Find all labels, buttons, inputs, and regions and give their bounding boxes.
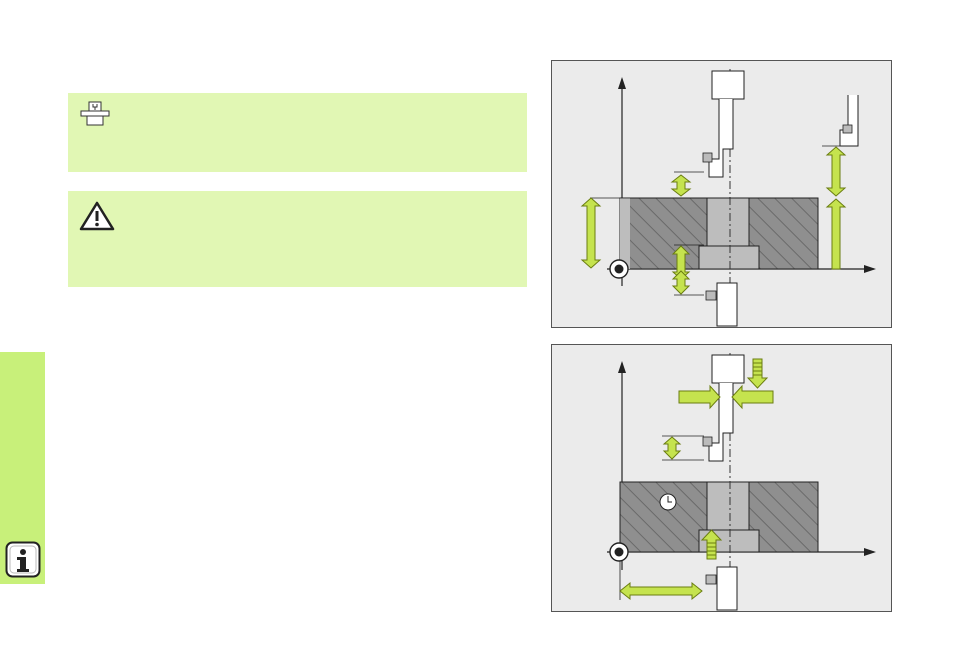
warning-triangle-icon [79,201,115,231]
machine-note-box [68,93,527,172]
figure-top-drawing [580,69,876,327]
machine-parameter-icon [80,101,110,126]
info-icon[interactable] [5,541,41,578]
figure-top [551,60,892,328]
figure-bottom-drawing [607,353,876,611]
figure-bottom [551,344,892,612]
warning-note-box [68,191,527,287]
